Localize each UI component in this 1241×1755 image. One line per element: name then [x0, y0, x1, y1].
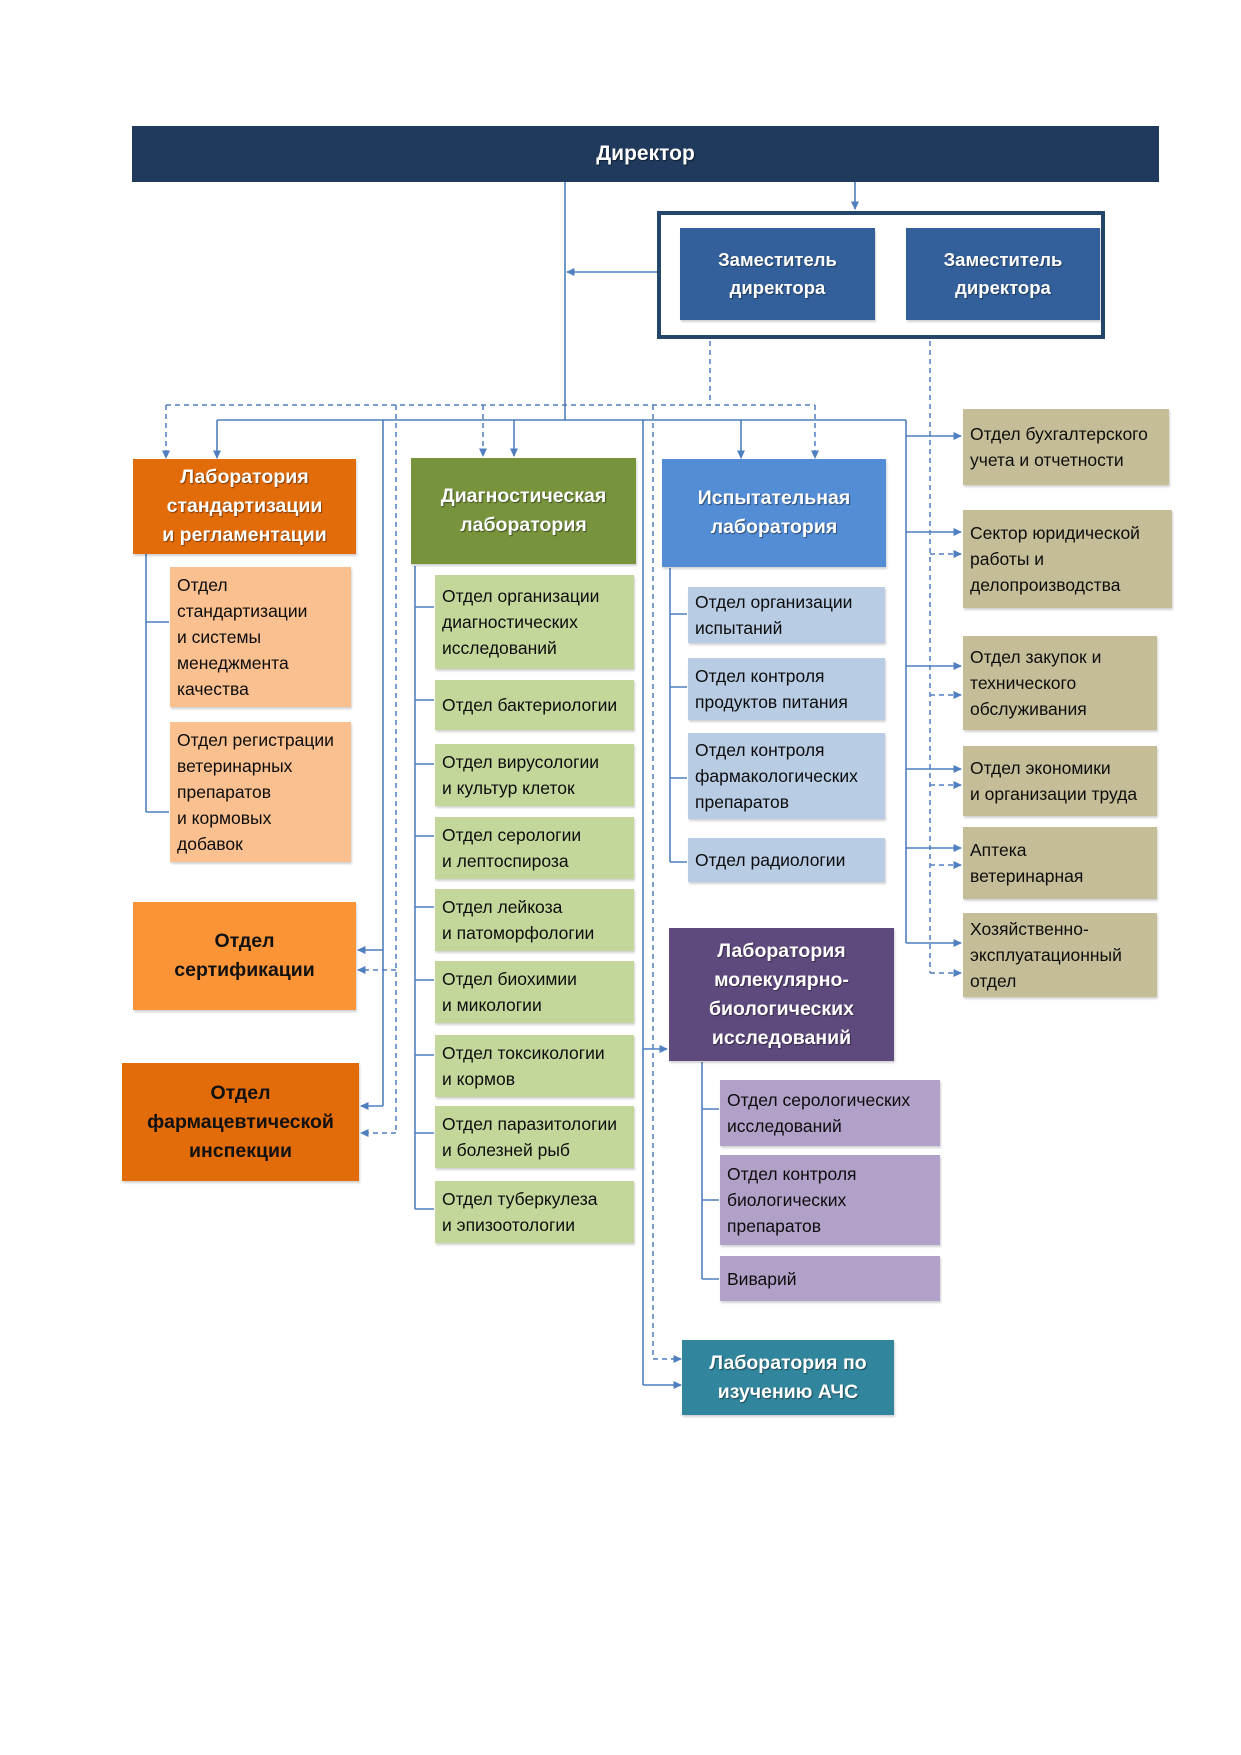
- lab-diagnostic: Диагностическая лаборатория: [411, 458, 636, 564]
- deputy-label: Заместитель директора: [943, 249, 1063, 298]
- director-label: Директор: [596, 142, 695, 165]
- deputy-label: Заместитель директора: [718, 249, 837, 298]
- dept-certification: Отдел сертификации: [133, 902, 356, 1010]
- unit-label: Отдел радиологии: [695, 850, 846, 870]
- unit-economics: Отдел экономики и организации труда: [963, 746, 1157, 816]
- unit-label: Отдел бактериологии: [442, 695, 618, 715]
- lab-title: Лаборатория стандартизации и регламентац…: [162, 466, 327, 546]
- unit-maintenance: Хозяйственно- эксплуатационный отдел: [963, 913, 1157, 997]
- unit-label: Отдел организации диагностических исслед…: [442, 586, 600, 658]
- unit-toxicology: Отдел токсикологии и кормов: [435, 1035, 634, 1097]
- unit-pharmacological-control: Отдел контроля фармакологических препара…: [688, 733, 885, 819]
- lab-title: Лаборатория молекулярно- биологических и…: [709, 939, 854, 1049]
- unit-tuberculosis: Отдел туберкулеза и эпизоотологии: [435, 1181, 634, 1243]
- unit-label: Отдел вирусологии и культур клеток: [442, 752, 600, 798]
- unit-label: Отдел регистрации ветеринарных препарато…: [177, 730, 334, 854]
- unit-label: Виварий: [727, 1268, 797, 1289]
- unit-label: Отдел биохимии и микологии: [442, 969, 577, 1015]
- unit-label: Отдел контроля биологических препаратов: [727, 1164, 857, 1236]
- lab-title: Испытательная лаборатория: [697, 487, 851, 538]
- unit-pharmacy: Аптека ветеринарная: [963, 827, 1157, 899]
- unit-label: Аптека ветеринарная: [970, 840, 1084, 886]
- lab-title: Лаборатория по изучению АЧС: [709, 1351, 867, 1403]
- lab-standardization: Лаборатория стандартизации и регламентац…: [133, 459, 356, 554]
- dept-title: Отдел сертификации: [174, 930, 315, 981]
- unit-label: Хозяйственно- эксплуатационный отдел: [970, 919, 1122, 991]
- unit-label: Отдел организации испытаний: [695, 592, 853, 638]
- unit-label: Отдел закупок и технического обслуживани…: [970, 647, 1102, 719]
- unit-leukosis: Отдел лейкоза и патоморфологии: [435, 889, 634, 951]
- unit-virology: Отдел вирусологии и культур клеток: [435, 744, 634, 806]
- unit-label: Отдел серологии и лептоспироза: [442, 825, 582, 871]
- unit-label: Отдел туберкулеза и эпизоотологии: [442, 1189, 598, 1235]
- lab-asf: Лаборатория по изучению АЧС: [682, 1340, 894, 1415]
- dept-pharma-inspection: Отдел фармацевтической инспекции: [122, 1063, 359, 1181]
- deputy-director-1: Заместитель директора: [680, 228, 875, 320]
- lab-molecular-biology: Лаборатория молекулярно- биологических и…: [669, 928, 894, 1061]
- unit-biochemistry: Отдел биохимии и микологии: [435, 961, 634, 1023]
- unit-label: Отдел контроля фармакологических препара…: [695, 740, 858, 812]
- director-box: Директор: [132, 126, 1159, 182]
- unit-label: Отдел паразитологии и болезней рыб: [442, 1114, 617, 1160]
- unit-standardization-quality: Отдел стандартизации и системы менеджмен…: [170, 567, 351, 707]
- unit-label: Отдел экономики и организации труда: [970, 758, 1138, 804]
- unit-bacteriology: Отдел бактериологии: [435, 680, 634, 730]
- unit-label: Отдел токсикологии и кормов: [442, 1043, 605, 1089]
- dept-title: Отдел фармацевтической инспекции: [147, 1081, 334, 1162]
- unit-label: Отдел контроля продуктов питания: [695, 666, 848, 712]
- unit-label: Сектор юридической работы и делопроизвод…: [970, 523, 1140, 595]
- unit-radiology: Отдел радиологии: [688, 838, 885, 882]
- unit-vivarium: Виварий: [720, 1256, 940, 1301]
- unit-label: Отдел стандартизации и системы менеджмен…: [177, 575, 308, 699]
- deputy-director-2: Заместитель директора: [906, 228, 1100, 320]
- unit-label: Отдел лейкоза и патоморфологии: [442, 897, 595, 943]
- unit-procurement: Отдел закупок и технического обслуживани…: [963, 636, 1157, 730]
- lab-title: Диагностическая лаборатория: [440, 485, 607, 536]
- unit-diag-organization: Отдел организации диагностических исслед…: [435, 575, 634, 669]
- unit-food-control: Отдел контроля продуктов питания: [688, 658, 885, 720]
- unit-parasitology: Отдел паразитологии и болезней рыб: [435, 1106, 634, 1168]
- lab-testing: Испытательная лаборатория: [662, 459, 886, 567]
- unit-registration: Отдел регистрации ветеринарных препарато…: [170, 722, 351, 862]
- unit-label: Отдел бухгалтерского учета и отчетности: [970, 424, 1148, 470]
- unit-testing-organization: Отдел организации испытаний: [688, 587, 885, 643]
- unit-label: Отдел серологических исследований: [727, 1090, 911, 1136]
- unit-serological-research: Отдел серологических исследований: [720, 1080, 940, 1146]
- unit-accounting: Отдел бухгалтерского учета и отчетности: [963, 409, 1169, 485]
- unit-biological-control: Отдел контроля биологических препаратов: [720, 1155, 940, 1245]
- unit-serology: Отдел серологии и лептоспироза: [435, 817, 634, 879]
- unit-legal: Сектор юридической работы и делопроизвод…: [963, 510, 1172, 608]
